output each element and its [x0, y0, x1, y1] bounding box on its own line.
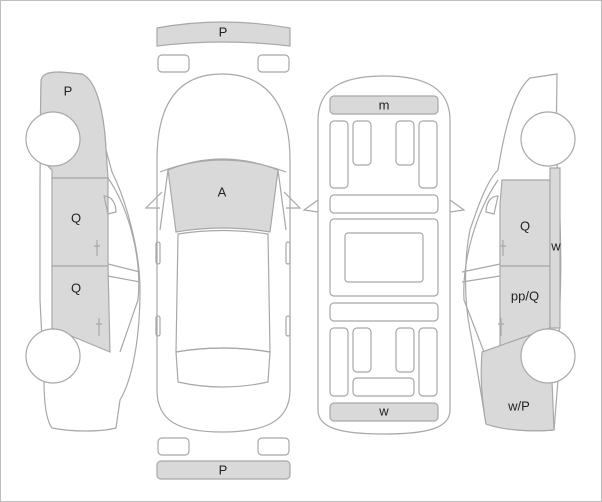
rear-right-lamp	[257, 437, 290, 456]
windshield-panel[interactable]	[167, 158, 279, 233]
right-mirror-arm	[461, 263, 501, 273]
left-mirror-arm	[107, 263, 141, 273]
left-mirror	[144, 191, 163, 209]
rear-bumper-panel[interactable]	[156, 460, 291, 480]
rear-bumper-label: P	[219, 462, 228, 477]
right-mirror	[485, 195, 499, 215]
dash-bar	[329, 194, 439, 214]
left-handle-rear	[155, 315, 161, 337]
right-rocker-panel[interactable]	[549, 167, 561, 329]
rear-right-seat-back	[418, 327, 438, 397]
left-rear-door-panel[interactable]	[51, 265, 111, 353]
front-right-lamp	[257, 54, 290, 73]
front-right-seat-back	[418, 120, 438, 189]
rear-floor-panel[interactable]	[329, 402, 439, 422]
rear-bar	[329, 302, 439, 322]
center-console-outer	[329, 218, 439, 297]
rear-right-seat	[395, 327, 415, 373]
top-view-front-curve	[159, 159, 287, 173]
front-bumper-label: P	[219, 24, 228, 39]
right-handle-rear	[285, 315, 291, 337]
front-left-seat	[352, 120, 372, 166]
left-mirror-arm-2	[107, 275, 141, 283]
top-view-body	[156, 73, 291, 433]
right-window-line	[463, 179, 499, 353]
rear-left-seat-back	[329, 327, 349, 397]
left-door-handle-2	[96, 318, 102, 336]
right-door-handle-2	[498, 318, 504, 336]
windshield-label: A	[218, 184, 227, 199]
left-front-fender-label: P	[64, 83, 73, 98]
right-front-door-label: Q	[520, 218, 530, 233]
right-front-wheel	[520, 111, 576, 167]
front-right-seat	[395, 120, 415, 166]
right-rear-door-label: pp/Q	[511, 288, 539, 303]
left-rear-wheel	[25, 328, 81, 384]
top-view-rear-glass	[175, 347, 271, 388]
right-rear-quarter-label: w/P	[507, 398, 530, 413]
front-left-lamp	[157, 54, 190, 73]
trunk-bar	[352, 377, 415, 397]
center-console-inner	[344, 232, 424, 283]
interior-right-mirror	[449, 199, 466, 213]
right-rear-wheel	[520, 328, 576, 384]
right-rocker-label: w	[550, 238, 561, 253]
roof-front-label: m	[379, 97, 390, 112]
rear-left-lamp	[157, 437, 190, 456]
right-pillar-a	[277, 169, 287, 231]
left-handle-front	[155, 241, 161, 265]
right-mirror	[283, 191, 302, 209]
right-door-handle-1	[500, 240, 506, 256]
right-mirror-arm-2	[461, 275, 501, 283]
interior-left-mirror	[302, 199, 319, 213]
front-left-seat-back	[329, 120, 349, 189]
left-mirror	[103, 195, 117, 215]
left-window-line	[107, 177, 140, 353]
left-front-wheel	[25, 111, 81, 167]
roof-rear-label: w	[378, 403, 389, 418]
front-bumper-panel[interactable]	[156, 21, 291, 47]
left-door-handle-1	[94, 240, 100, 256]
right-handle-front	[285, 241, 291, 265]
left-pillar-a	[159, 169, 169, 231]
roof-front-panel[interactable]	[329, 95, 439, 115]
left-front-door-label: Q	[71, 210, 81, 225]
left-rear-door-label: Q	[71, 280, 81, 295]
rear-left-seat	[352, 327, 372, 373]
interior-view-body	[317, 75, 451, 435]
